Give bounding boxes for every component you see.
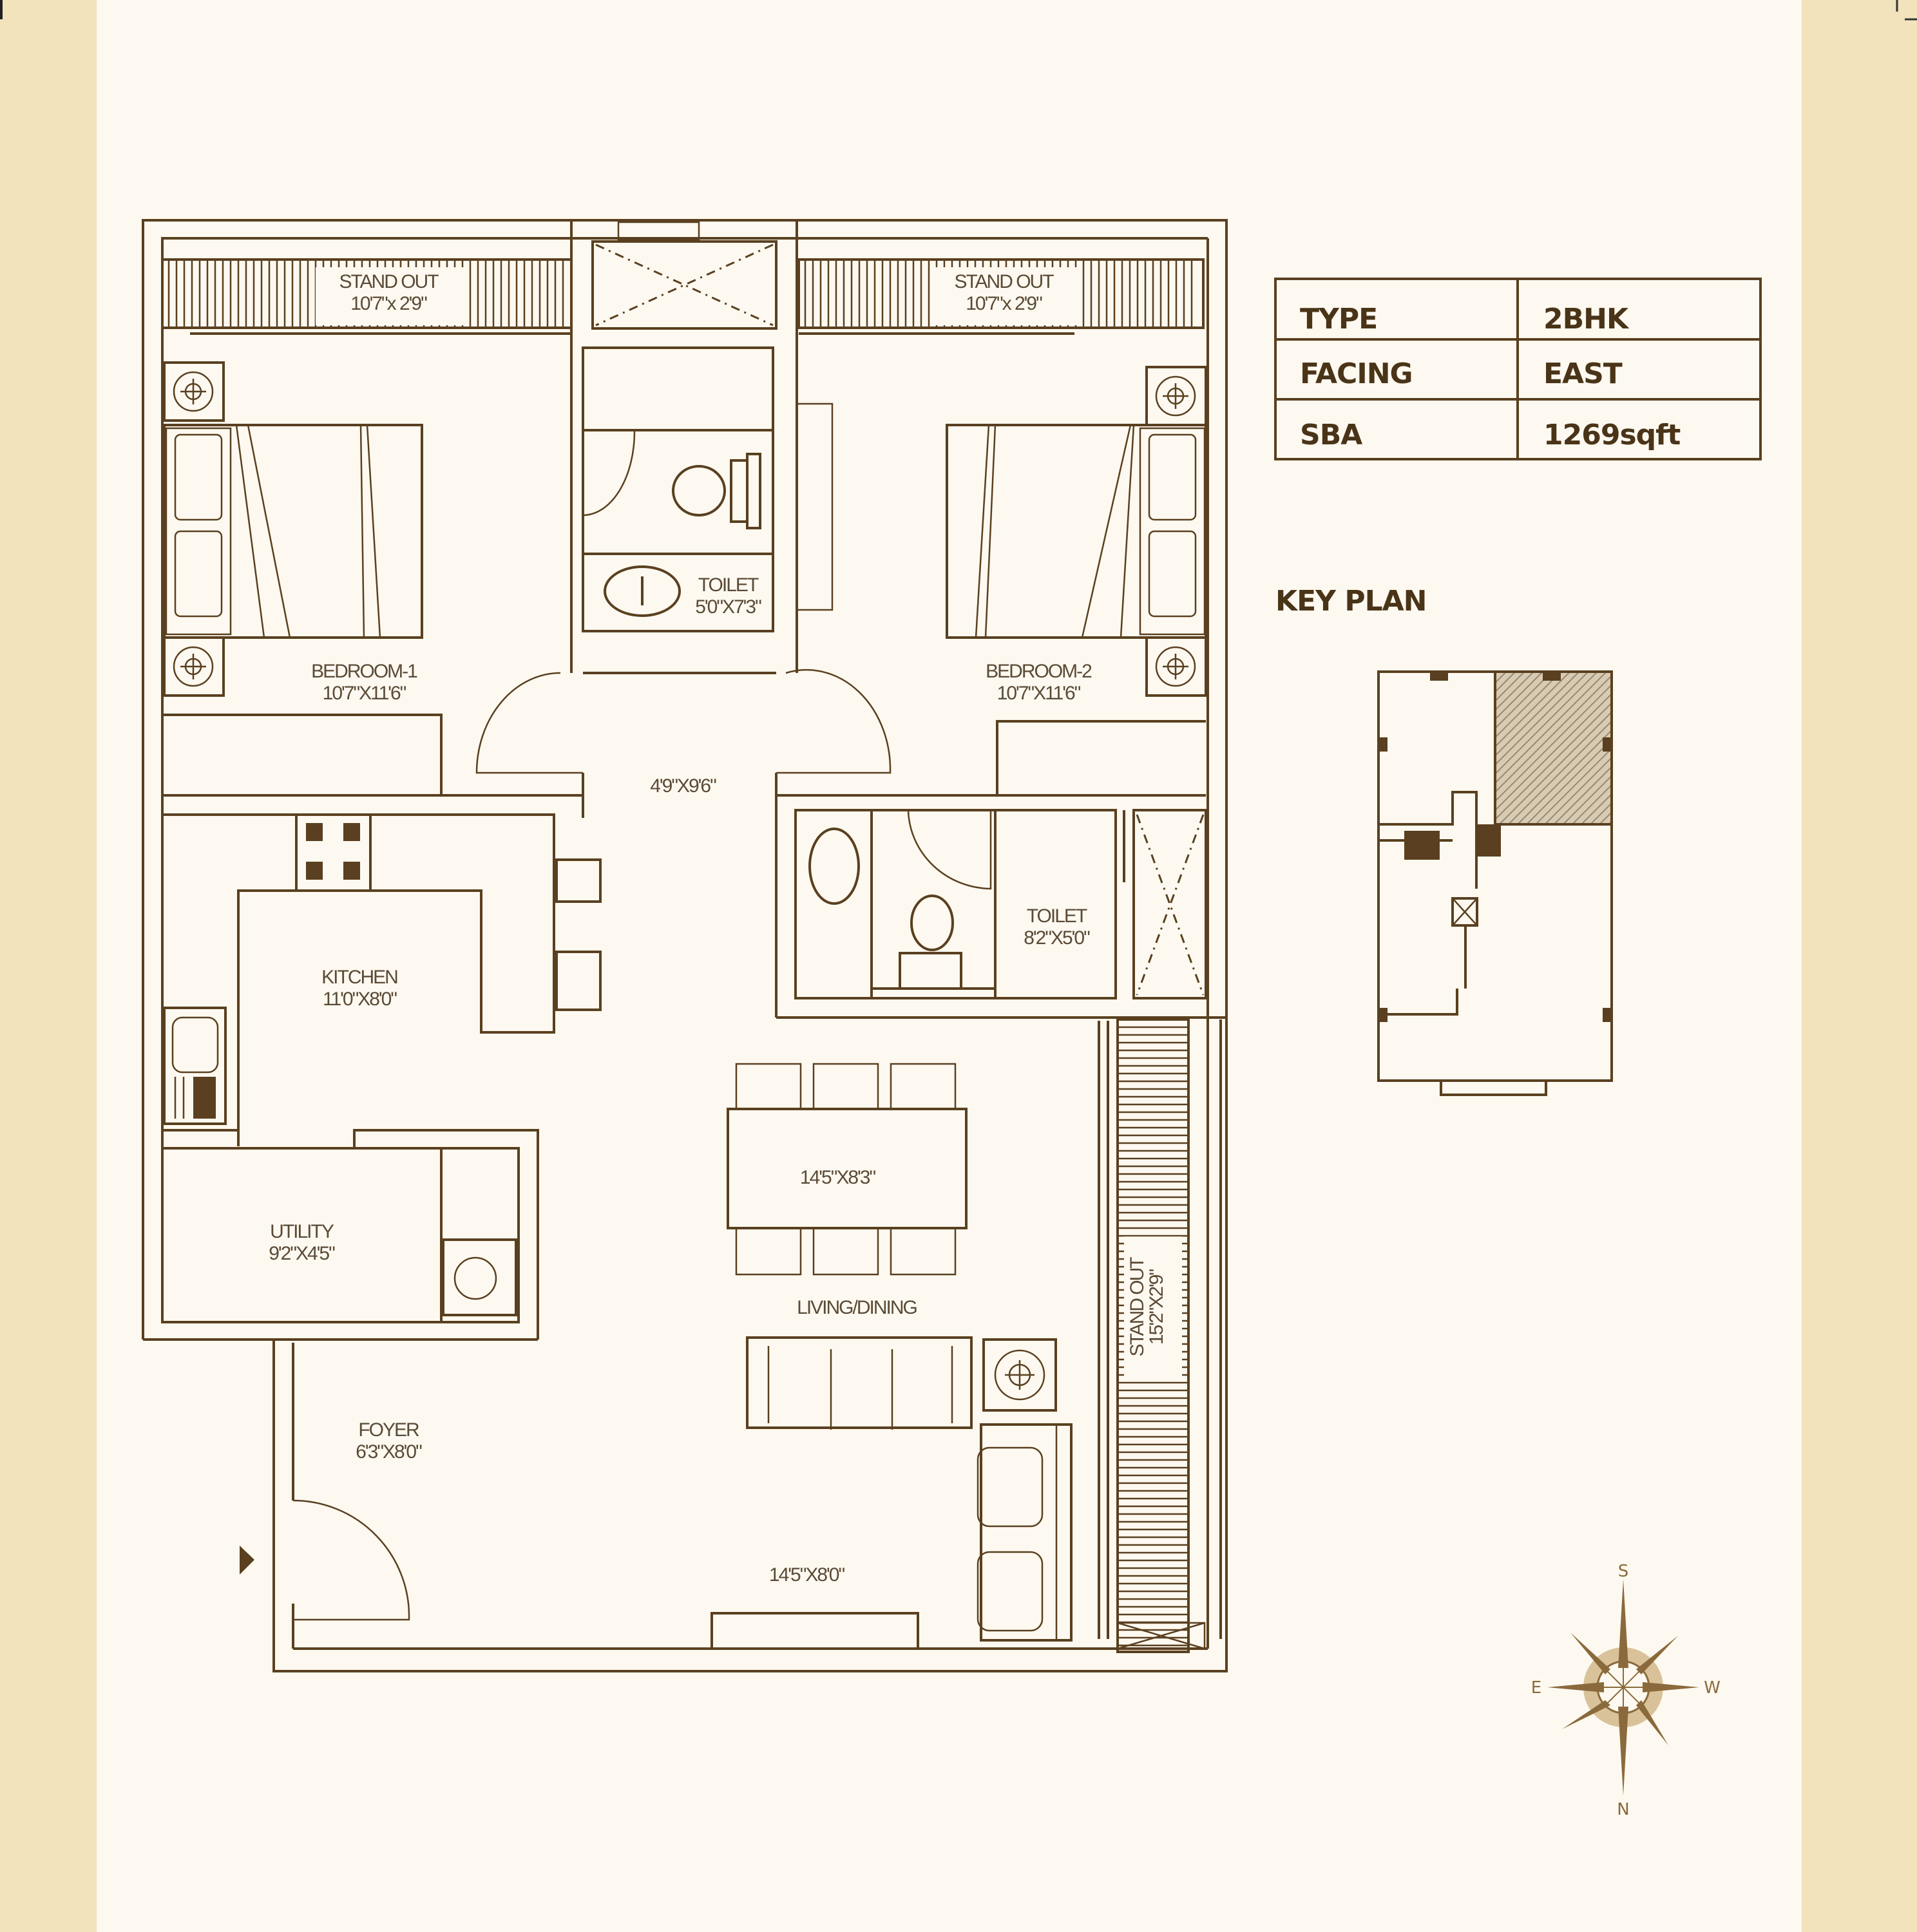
- foyer-size: 6'3"X8'0": [356, 1441, 422, 1463]
- duct-shaft-top: [570, 220, 798, 673]
- double-bed-1: [163, 424, 423, 639]
- info-table: TYPE 2BHK FACING EAST SBA 1269sqft: [1274, 278, 1762, 460]
- bedroom-2: BEDROOM-2 10'7"X11'6": [776, 366, 1207, 797]
- standout-right-size: 10'7"x 2'9": [966, 293, 1042, 314]
- standout-left: STAND OUT 10'7"x 2'9": [161, 258, 573, 335]
- utility-name: UTILITY: [270, 1221, 334, 1242]
- info-sba-label: SBA: [1300, 419, 1362, 451]
- wash-basin-icon: [604, 565, 681, 617]
- passage-size: 4'9"X9'6": [650, 775, 716, 797]
- bar-stool: [555, 951, 602, 1011]
- standout-left-size: 10'7"x 2'9": [350, 293, 427, 314]
- kitchen: KITCHEN 11'0"X8'0": [162, 813, 602, 1146]
- toilet-2-name: TOILET: [1027, 905, 1087, 927]
- info-type-value: 2BHK: [1543, 303, 1630, 336]
- foyer: FOYER 6'3"X8'0": [240, 1419, 423, 1621]
- entrance-arrow-icon: [240, 1546, 254, 1575]
- highlighted-unit: [1494, 670, 1613, 826]
- bedroom-2-size: 10'7"X11'6": [997, 683, 1081, 704]
- sofa-2-seater: [980, 1423, 1073, 1642]
- living-dining-name: LIVING/DINING: [797, 1297, 917, 1318]
- double-bed-2: [946, 424, 1207, 639]
- side-table-lamp: [163, 361, 225, 422]
- kitchen-size: 11'0"X8'0": [323, 989, 397, 1010]
- bedroom-1-size: 10'7"X11'6": [323, 683, 406, 704]
- standout-right: STAND OUT 10'7"x 2'9": [797, 258, 1205, 335]
- compass-right-label: W: [1704, 1678, 1721, 1698]
- passage: 4'9"X9'6": [475, 668, 892, 1018]
- kitchen-name: KITCHEN: [321, 967, 397, 988]
- toilet-2: TOILET 8'2"X5'0": [776, 809, 1226, 1019]
- kitchen-sink-icon: [163, 1007, 227, 1125]
- bedroom-1-name: BEDROOM-1: [311, 661, 417, 682]
- living-area: 14'5"X8'0": [711, 1336, 1073, 1650]
- info-type-label: TYPE: [1300, 303, 1377, 336]
- hob-stove-icon: [295, 813, 372, 892]
- standout-vertical: STAND OUT 15'2"X2'9": [1098, 1018, 1222, 1653]
- info-sba-value: 1269sqft: [1543, 419, 1681, 451]
- washing-machine-icon: [442, 1238, 517, 1316]
- standout-vertical-name: STAND OUT: [1127, 1257, 1148, 1357]
- toilet-1: TOILET 5'0"X7'3": [582, 346, 834, 632]
- crop-marks: [0, 0, 1917, 21]
- compass-bottom-label: N: [1617, 1800, 1629, 1819]
- bedroom-1: BEDROOM-1 10'7"X11'6": [162, 361, 583, 797]
- compass-top-label: S: [1618, 1562, 1629, 1581]
- sofa-3-seater: [746, 1336, 973, 1429]
- toilet-1-size: 5'0"X7'3": [695, 596, 761, 618]
- dining-table: 14'5"X8'3" LIVING/DINING: [727, 1063, 968, 1318]
- bedroom-2-name: BEDROOM-2: [986, 661, 1092, 682]
- key-plan: KEY PLAN: [1275, 585, 1613, 1096]
- living-size: 14'5"X8'0": [769, 1564, 845, 1586]
- wash-basin-icon: [808, 828, 860, 905]
- foyer-name: FOYER: [358, 1419, 419, 1441]
- compass-left-label: E: [1531, 1678, 1541, 1698]
- bar-stool: [555, 858, 602, 903]
- tv-unit: [711, 1612, 919, 1650]
- lamp-table: [982, 1338, 1057, 1412]
- standout-left-name: STAND OUT: [339, 271, 439, 292]
- toilet-2-size: 8'2"X5'0": [1024, 927, 1090, 949]
- info-facing-value: EAST: [1543, 357, 1623, 390]
- key-plan-title: KEY PLAN: [1275, 585, 1427, 618]
- utility: UTILITY 9'2"X4'5": [143, 1129, 539, 1341]
- toilet-1-name: TOILET: [698, 574, 759, 596]
- dining-size: 14'5"X8'3": [800, 1167, 876, 1188]
- compass-rose-icon: S N E W: [1531, 1562, 1721, 1819]
- utility-size: 9'2"X4'5": [269, 1243, 335, 1264]
- info-facing-label: FACING: [1300, 357, 1413, 390]
- standout-vertical-size: 15'2"X2'9": [1146, 1269, 1167, 1345]
- standout-right-name: STAND OUT: [954, 271, 1054, 292]
